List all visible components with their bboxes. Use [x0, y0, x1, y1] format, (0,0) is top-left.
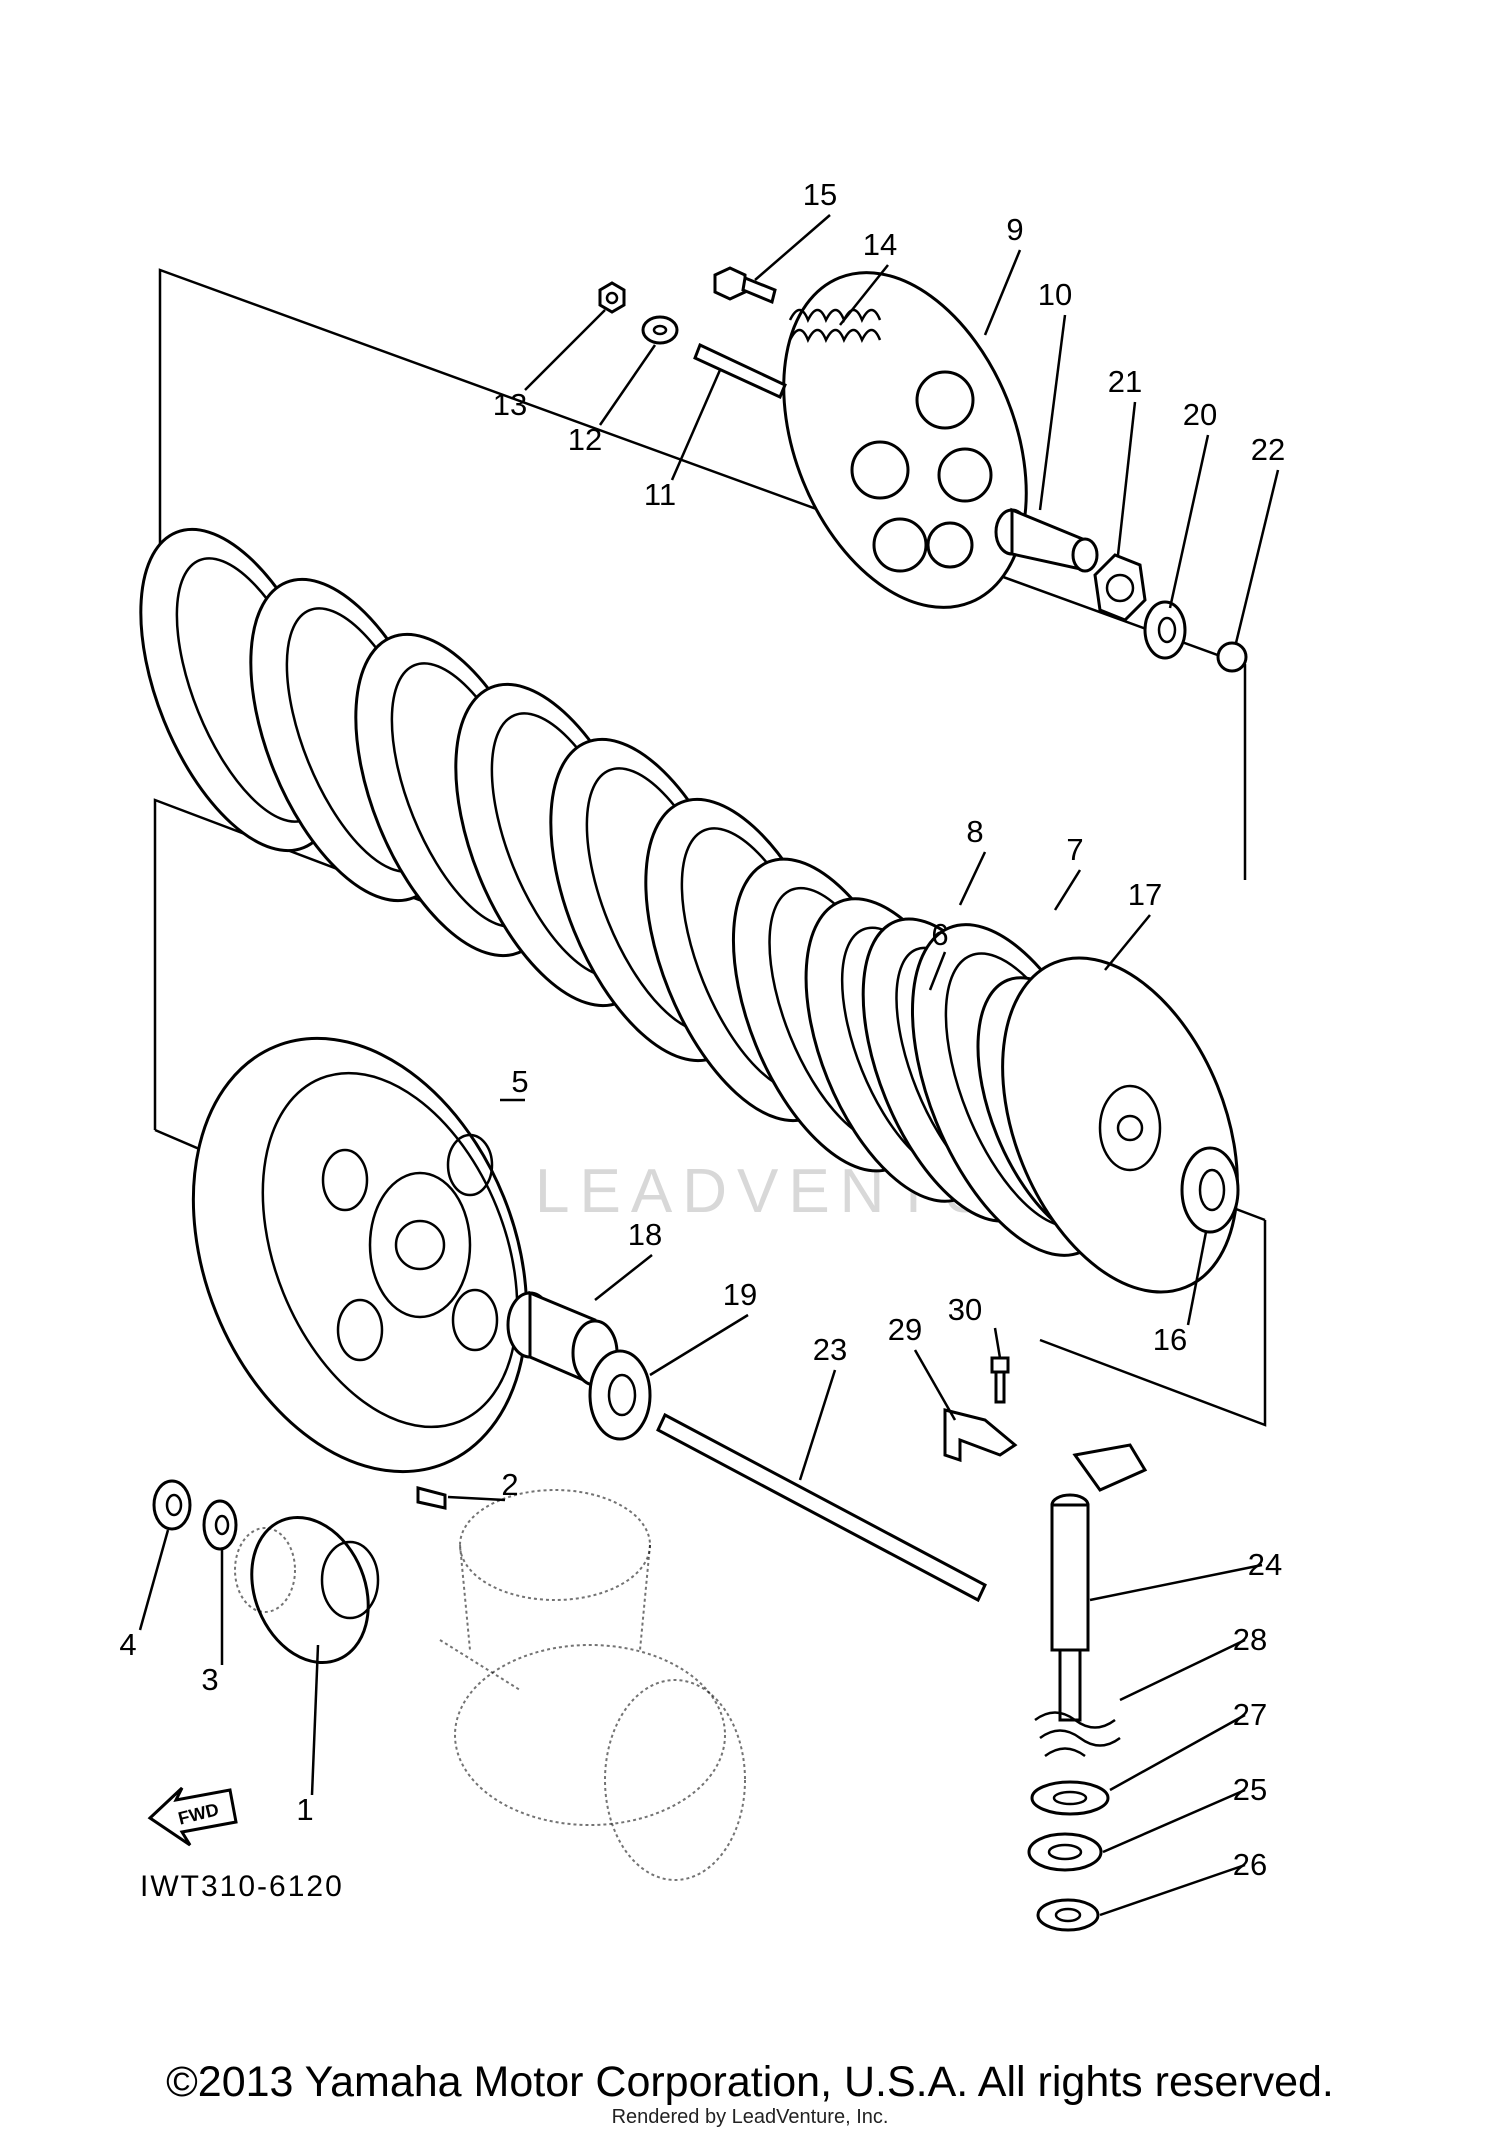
callout-29: 29 [888, 1312, 922, 1347]
push-rod-short [693, 342, 787, 400]
callout-4: 4 [119, 1627, 136, 1662]
leader-line-12 [598, 344, 657, 426]
leader-line-8 [958, 851, 987, 906]
clutch-spring [788, 308, 882, 344]
callout-6: 6 [931, 917, 948, 952]
crank-washer [202, 1499, 238, 1551]
leader-line-17 [1104, 914, 1151, 971]
leader-line-28 [1119, 1638, 1246, 1702]
callout-12: 12 [568, 422, 602, 457]
woodruff-key [416, 1486, 447, 1510]
callout-25: 25 [1233, 1772, 1267, 1807]
screw [990, 1356, 1010, 1404]
leader-line-22 [1234, 469, 1280, 644]
callout-15: 15 [803, 177, 837, 212]
callout-24: 24 [1248, 1547, 1282, 1582]
leader-line-19 [649, 1313, 749, 1377]
forward-arrow-icon: FWD [147, 1786, 238, 1847]
leader-line-24 [1089, 1563, 1263, 1602]
callout-22: 22 [1251, 432, 1285, 467]
leader-line-25 [1102, 1788, 1246, 1854]
upper-assembly-frame [158, 268, 1247, 880]
leader-line-4 [138, 1529, 170, 1631]
leader-line-23 [798, 1369, 837, 1481]
clutch-boss [1001, 956, 1239, 1294]
crank-nut [152, 1479, 192, 1531]
callout-10: 10 [1038, 277, 1072, 312]
callout-28: 28 [1233, 1622, 1267, 1657]
plain-washer [641, 315, 679, 345]
leader-line-2 [447, 1495, 506, 1502]
copyright-text: ©2013 Yamaha Motor Corporation, U.S.A. A… [166, 2058, 1334, 2106]
leader-line-11 [670, 369, 722, 481]
leader-line-1 [310, 1644, 320, 1796]
clutch-housing [191, 1036, 529, 1474]
callout-21: 21 [1108, 364, 1142, 399]
small-nut [598, 281, 626, 314]
callout-9: 9 [1006, 212, 1023, 247]
leader-line-16 [1186, 1231, 1208, 1326]
thrust-washer [588, 1349, 652, 1441]
bearing [1027, 1832, 1103, 1872]
callout-11: 11 [644, 477, 676, 512]
pressure-plate [782, 271, 1028, 609]
callout-17: 17 [1128, 877, 1162, 912]
callout-27: 27 [1233, 1697, 1267, 1732]
leader-line-13 [524, 309, 606, 391]
steel-ball [1216, 641, 1248, 673]
drawing-code: IWT310-6120 [140, 1870, 344, 1903]
long-push-rod [656, 1412, 987, 1603]
callout-18: 18 [628, 1217, 662, 1252]
leader-line-10 [1038, 314, 1067, 511]
clutch-plate-stack [139, 527, 996, 1203]
callout-7: 7 [1066, 832, 1083, 867]
leader-line-7 [1053, 869, 1082, 911]
return-spring [1034, 1711, 1121, 1758]
callout-30: 30 [948, 1292, 982, 1327]
oil-seal [1030, 1780, 1110, 1816]
push-lever-shaft [1050, 1443, 1148, 1722]
callout-14: 14 [863, 227, 897, 262]
callout-23: 23 [813, 1332, 847, 1367]
callout-5: 5 [511, 1064, 528, 1099]
callout-1: 1 [296, 1792, 313, 1827]
callout-19: 19 [723, 1277, 757, 1312]
rendered-by-text: Rendered by LeadVenture, Inc. [611, 2106, 889, 2128]
lock-washer [1180, 1146, 1240, 1234]
callout-26: 26 [1233, 1847, 1267, 1882]
leader-line-18 [594, 1254, 653, 1301]
leader-line-27 [1109, 1713, 1246, 1792]
callout-2: 2 [501, 1467, 518, 1502]
callout-16: 16 [1153, 1322, 1187, 1357]
leader-line-6 [928, 951, 947, 991]
callout-13: 13 [493, 387, 527, 422]
leader-line-9 [983, 249, 1022, 336]
leader-line-26 [1099, 1863, 1246, 1917]
callout-20: 20 [1183, 397, 1217, 432]
leader-line-21 [1116, 401, 1137, 556]
leader-line-20 [1168, 434, 1210, 609]
spring-bolt [713, 266, 777, 305]
retaining-plate [943, 1408, 1018, 1463]
tab-washer [1143, 600, 1187, 660]
push-rod [994, 507, 1099, 573]
callout-3: 3 [201, 1662, 218, 1697]
leader-line-30 [993, 1327, 1002, 1359]
needle-bearing [1036, 1898, 1100, 1932]
leader-line-29 [913, 1349, 957, 1421]
primary-drive-gear [234, 1515, 380, 1665]
leader-line-15 [754, 214, 831, 281]
crankshaft-outline [439, 1489, 746, 1881]
leader-line-14 [839, 264, 889, 326]
hex-nut [1093, 553, 1147, 622]
callout-8: 8 [966, 814, 983, 849]
